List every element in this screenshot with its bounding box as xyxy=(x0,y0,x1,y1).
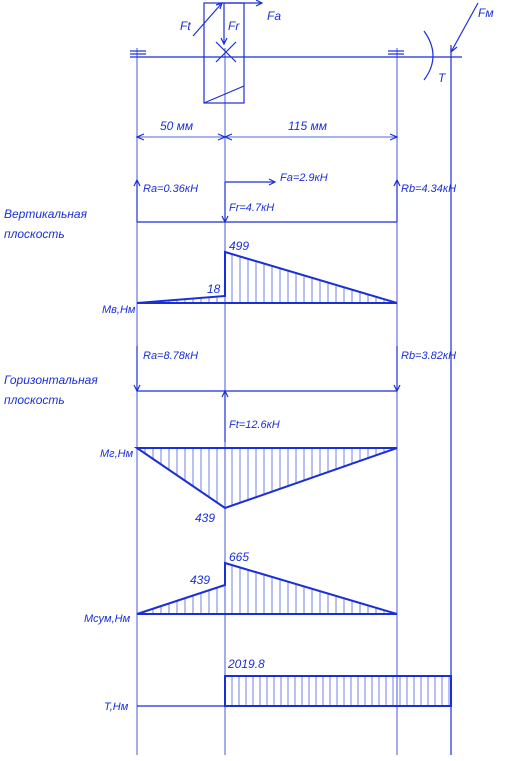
ft-label: Ft xyxy=(180,19,191,33)
msum-diagram xyxy=(136,561,398,615)
vertical-plane-label-2: плоскость xyxy=(4,227,65,241)
torque-value: 2019.8 xyxy=(227,657,265,671)
fa-label: Fa xyxy=(267,9,281,23)
dim-115: 115 мм xyxy=(288,119,327,133)
rb-vertical: Rb=4.34кН xyxy=(401,183,456,195)
msum-left: 439 xyxy=(190,573,210,587)
t-label: T xyxy=(438,71,447,85)
torque-diagram xyxy=(137,675,452,707)
vertical-plane-label-1: Вертикальная xyxy=(4,207,88,221)
mv-diagram xyxy=(136,250,398,304)
mv-left: 18 xyxy=(207,282,221,296)
fa-value: Fa=2.9кН xyxy=(280,172,328,184)
mh-max: 439 xyxy=(195,511,215,525)
horizontal-plane-label-2: плоскость xyxy=(4,393,65,407)
fm-label: Fм xyxy=(478,6,494,20)
horizontal-loading xyxy=(133,346,401,442)
fr-label: Fr xyxy=(228,19,240,33)
vertical-loading xyxy=(133,178,401,224)
horizontal-plane-label-1: Горизонтальная xyxy=(4,373,98,387)
t-axis-label: T,Нм xyxy=(104,701,129,713)
rb-horizontal: Rb=3.82кН xyxy=(401,350,456,362)
shaft-scheme xyxy=(130,0,479,104)
mv-axis-label: Mв,Нм xyxy=(102,304,136,316)
dim-50: 50 мм xyxy=(160,119,193,133)
mh-diagram xyxy=(133,447,398,510)
ra-vertical: Ra=0.36кН xyxy=(143,183,198,195)
ra-horizontal: Ra=8.78кН xyxy=(143,350,198,362)
msum-axis-label: Mсум,Нм xyxy=(84,613,131,625)
fr-value: Fr=4.7кН xyxy=(229,202,274,214)
mh-axis-label: Mг,Нм xyxy=(100,448,134,460)
dimension-lines xyxy=(135,133,399,141)
mv-max: 499 xyxy=(229,239,249,253)
msum-max: 665 xyxy=(229,550,249,564)
ft-value: Ft=12.6кН xyxy=(229,419,280,431)
